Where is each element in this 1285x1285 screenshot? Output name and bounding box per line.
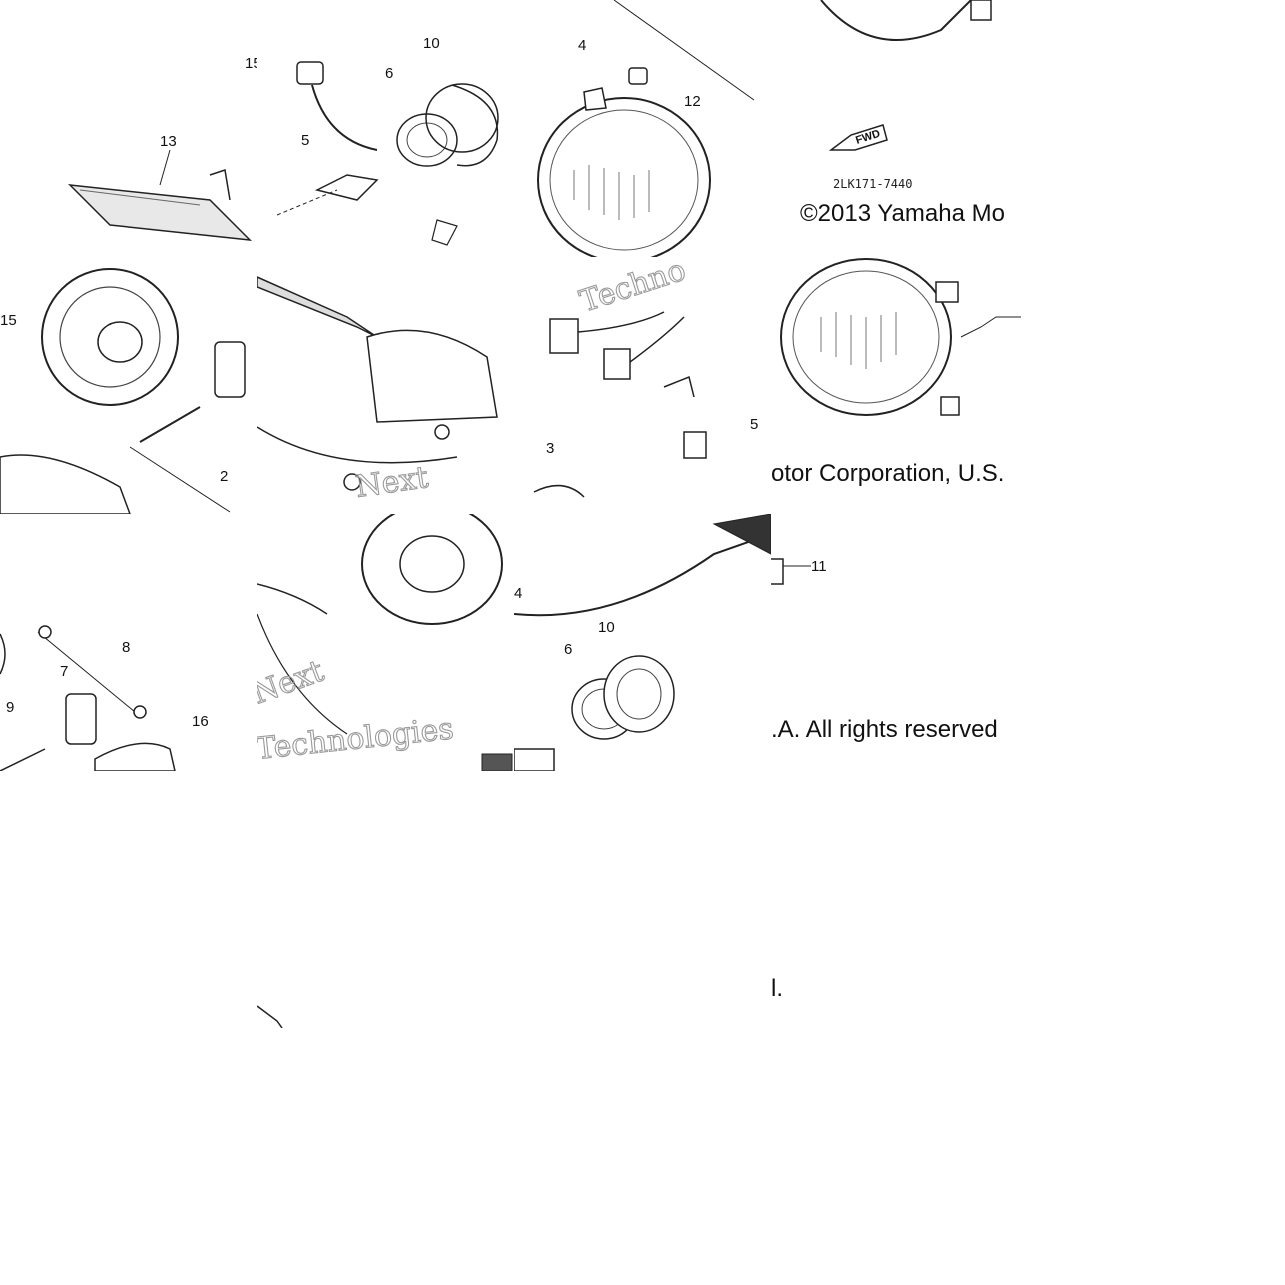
part-label-8: 8 <box>122 639 130 656</box>
part-label-13: 13 <box>160 133 177 150</box>
diagram-tile-r2c1: 15 2 <box>0 257 257 514</box>
diagram-tile-r3c2: Next Technologies <box>257 514 514 771</box>
part-label-10: 10 <box>423 35 440 52</box>
part-label-6b: 6 <box>564 641 572 658</box>
fwd-arrow-icon: FWD <box>828 124 888 151</box>
part-label-15: 15 <box>245 55 257 72</box>
diagram-tile-r1c2: 10 6 5 <box>257 0 514 257</box>
part-label-5b: 5 <box>750 416 758 433</box>
copyright-fragment-b: otor Corporation, U.S. <box>771 460 1005 487</box>
diagram-tile-r1c3: 4 12 <box>514 0 771 257</box>
diagram-tile-r3c3: 4 6 10 <box>514 514 771 771</box>
copyright-fragment-a: ©2013 Yamaha Mo <box>800 200 1005 227</box>
copyright-fragment-c: .A. All rights reserved <box>771 716 998 743</box>
diagram-tile-r2c2: Next <box>257 257 514 514</box>
diagram-tile-r2c3: Techno 3 5 <box>514 257 771 514</box>
part-label-5: 5 <box>301 132 309 149</box>
copyright-fragment-d: l. <box>771 975 783 1002</box>
diagram-tile-r3c1: 8 7 9 16 <box>0 514 257 771</box>
part-label-11: 11 <box>811 558 827 575</box>
watermark-technologies: Technologies <box>257 711 455 767</box>
figure-code: 2LK171-7440 <box>833 177 912 191</box>
diagram-tile-r3c4: 11 <box>771 514 1028 771</box>
watermark-next-b: Next <box>257 654 328 712</box>
part-label-12: 12 <box>684 93 701 110</box>
part-label-4: 4 <box>578 37 586 54</box>
diagram-tile-r2c4 <box>771 257 1028 514</box>
diagram-tile-r4c2 <box>257 771 514 1028</box>
part-label-7: 7 <box>60 663 68 680</box>
part-label-10b: 10 <box>598 619 615 636</box>
part-label-9: 9 <box>6 699 14 716</box>
watermark-next: Next <box>353 460 430 505</box>
part-label-2: 2 <box>220 468 228 485</box>
watermark-techno: Techno <box>576 257 690 320</box>
diagram-tile-r1c4: FWD 2LK171-7440 <box>771 0 1028 257</box>
part-label-15b: 15 <box>0 312 17 329</box>
part-label-3: 3 <box>546 440 554 457</box>
part-label-4b: 4 <box>514 585 522 602</box>
diagram-tile-r1c1: 15 13 <box>0 0 257 257</box>
part-label-16: 16 <box>192 713 209 730</box>
part-label-6: 6 <box>385 65 393 82</box>
